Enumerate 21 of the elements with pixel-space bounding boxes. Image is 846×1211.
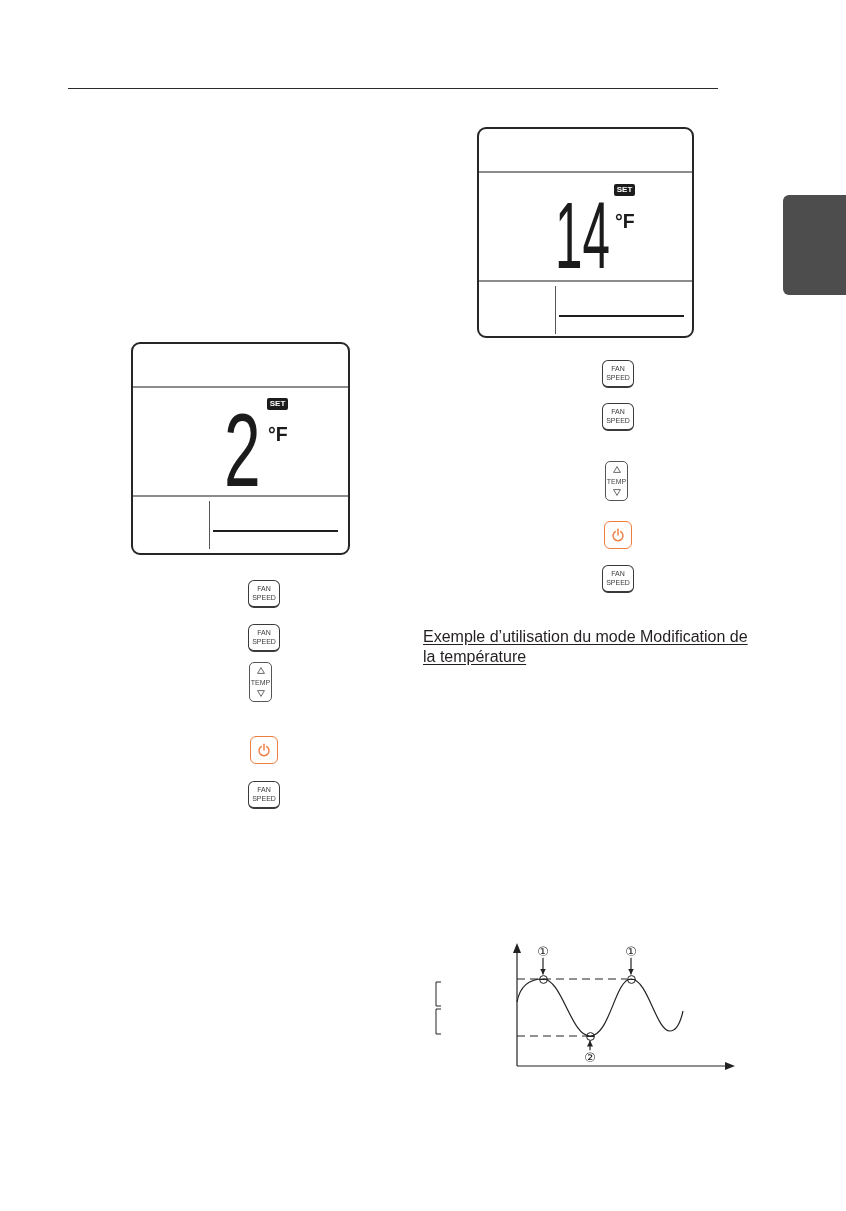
lcd-display-panel	[131, 342, 350, 555]
leader-arrow	[540, 956, 546, 976]
point-marker	[538, 974, 548, 984]
power-button	[250, 736, 278, 764]
temperature-digits: 14	[555, 197, 611, 273]
point-marker	[626, 974, 636, 984]
section-heading: Exemple d’utilisation du mode Modification de la température	[423, 627, 749, 667]
section-tab	[783, 195, 846, 295]
leader-arrow	[587, 1039, 593, 1052]
leader-arrow	[628, 956, 634, 976]
unit-label: °F	[268, 425, 288, 445]
temperature-digits: 2	[224, 410, 262, 493]
callout-number: ①	[537, 944, 549, 958]
set-indicator: SET	[267, 398, 288, 410]
lcd-display-panel	[477, 127, 694, 338]
power-button	[604, 521, 632, 549]
unit-label: °F	[615, 212, 635, 232]
point-marker	[585, 1031, 595, 1041]
callout-number: ②	[584, 1050, 596, 1064]
callout-number: ①	[625, 944, 637, 958]
set-indicator: SET	[614, 184, 635, 196]
